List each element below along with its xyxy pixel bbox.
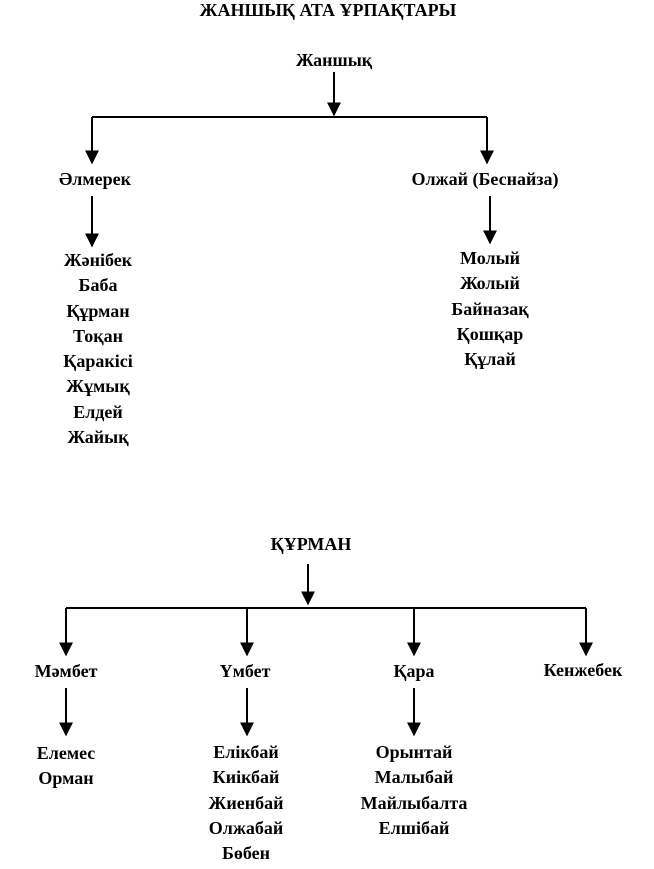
list-item: Елікбай [213, 742, 279, 762]
list-item: Жолый [460, 273, 520, 294]
list-item: Олжабай [208, 817, 284, 838]
list-item: Киікбай [212, 767, 280, 788]
node-olzhai: Олжай (Беснайза) [411, 169, 559, 189]
node-almerek: Әлмерек [58, 169, 132, 189]
list-item: Жұмық [66, 376, 130, 397]
page-title: ЖАНШЫҚ АТА ҰРПАҚТАРЫ [199, 0, 457, 20]
list-item: Байназақ [451, 298, 529, 319]
list-item: Молый [459, 248, 521, 268]
node-kara: Қара [393, 661, 435, 681]
node-kenzhebek: Кенжебек [543, 660, 623, 680]
umbet-descendant-list: Елікбай Киікбай Жиенбай Олжабай Бөбен [209, 740, 284, 866]
list-item: Малыбай [374, 767, 454, 788]
list-item: Елемес [36, 743, 96, 763]
list-item: Құлай [464, 349, 516, 370]
node-mambet: Мәмбет [34, 661, 98, 681]
list-item: Орман [38, 768, 94, 789]
root-node-kurman: ҚҰРМАН [270, 534, 352, 554]
list-item: Елдей [73, 401, 123, 422]
list-item: Баба [78, 275, 118, 296]
list-item: Тоқан [73, 325, 123, 346]
list-item: Қаракісі [63, 351, 133, 372]
list-item: Майлыбалта [360, 792, 468, 813]
list-item: Бөбен [221, 843, 271, 864]
node-umbet: Үмбет [219, 661, 271, 681]
kara-descendant-list: Орынтай Малыбай Майлыбалта Елшібай [361, 740, 468, 841]
list-item: Жиенбай [208, 792, 284, 813]
list-item: Орынтай [375, 742, 453, 762]
list-item: Құрман [66, 300, 130, 321]
list-item: Елшібай [378, 817, 450, 838]
list-item: Жайық [67, 427, 129, 448]
list-item: Жәнібек [63, 250, 133, 270]
list-item: Қошқар [456, 323, 524, 344]
root-node-zhanshyk: Жаншық [295, 50, 373, 70]
almerek-descendant-list: Жәнібек Баба Құрман Тоқан Қаракісі Жұмық… [63, 248, 132, 450]
mambet-descendant-list: Елемес Орман [37, 741, 96, 792]
olzhai-descendant-list: Молый Жолый Байназақ Қошқар Құлай [451, 246, 528, 372]
